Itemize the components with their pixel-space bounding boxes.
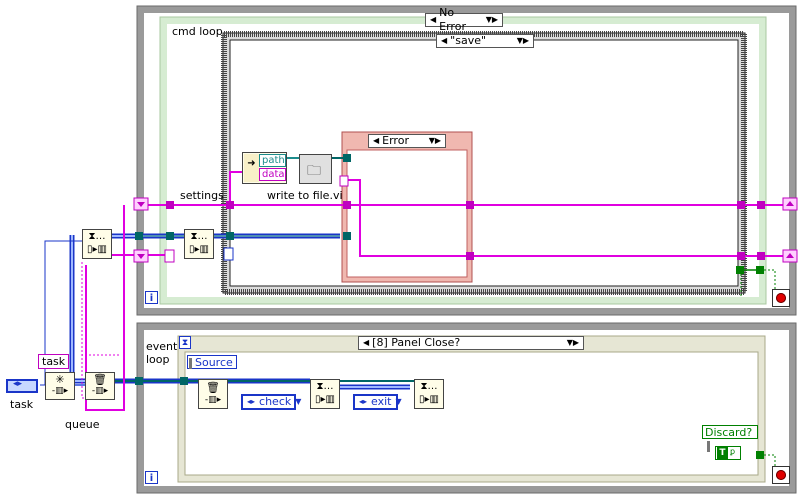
data-input[interactable]: data <box>259 168 286 181</box>
folder-icon: 🗀 <box>307 163 321 179</box>
bool-tunnel[interactable] <box>736 266 744 274</box>
exit-enum-constant[interactable]: ◂▸ exit ▼ <box>353 394 402 410</box>
cmd-case-selector[interactable]: ◀ "save" ▼▶ <box>436 34 534 48</box>
bool-true-glyph: T <box>717 447 728 459</box>
cmd-loop-stop-icon[interactable] <box>772 289 790 307</box>
bundle-arrow-icon: ➜ <box>244 154 259 182</box>
write-to-file-label: write to file.vi <box>267 189 343 202</box>
dequeue-icon: ⧗… <box>88 231 106 242</box>
trash-icon: 🗑 <box>93 373 107 386</box>
queue-icon: -▥▸ <box>91 386 109 396</box>
queue-array-icon: ▯▸▥ <box>315 394 335 405</box>
source-label: Source <box>195 356 233 369</box>
dropdown-icon: ▼▶ <box>485 15 498 24</box>
prev-case-icon: ◀ <box>430 15 437 24</box>
obtain-queue-icon: ✳ <box>55 373 65 386</box>
event-timeout-icon: ⧗ <box>179 336 191 349</box>
enqueue-check-node[interactable]: ⧗… ▯▸▥ <box>310 379 340 409</box>
task-control-label: task <box>10 398 34 411</box>
queue-array-icon: ▯▸▥ <box>87 244 107 255</box>
cluster-dashed-wires <box>81 262 120 399</box>
cmd-loop-label: cmd loop <box>172 25 223 38</box>
event-loop-stop-icon[interactable] <box>772 466 790 484</box>
dropdown-icon: ▼▶ <box>428 136 441 145</box>
dropdown-icon: ▼ <box>395 397 402 406</box>
error-case-selector[interactable]: ◀ No Error ▼▶ <box>425 6 503 33</box>
check-enum-constant[interactable]: ◂▸ check ▼ <box>241 394 301 410</box>
release-queue-node-event[interactable]: 🗑 -▥▸ <box>198 379 228 409</box>
enum-arrows-icon: ◂▸ <box>247 397 256 406</box>
enqueue-exit-node[interactable]: ⧗… ▯▸▥ <box>414 379 444 409</box>
dropdown-icon: ▼▶ <box>516 36 529 45</box>
event-loop-label-2: loop <box>146 353 170 366</box>
discard-terminal[interactable]: Discard? <box>702 425 758 452</box>
event-data-node[interactable]: Source <box>187 355 237 369</box>
enqueue-icon: ⧗… <box>420 381 438 392</box>
queue-icon: -▥▸ <box>51 386 69 396</box>
unwired-terminals <box>164 175 349 263</box>
error-tunnels[interactable] <box>135 154 351 385</box>
queue-array-icon: ▯▸▥ <box>419 394 439 405</box>
obtain-queue-node[interactable]: ✳ -▥▸ <box>45 372 75 400</box>
prev-case-icon: ◀ <box>441 36 448 45</box>
write-to-file-node[interactable]: 🗀 <box>299 154 332 184</box>
dequeue-node-inner[interactable]: ⧗… ▯▸▥ <box>184 229 214 259</box>
true-constant[interactable]: T ꝑ <box>715 446 741 460</box>
path-input[interactable]: path <box>259 154 286 167</box>
bundle-by-name-node[interactable]: ➜ path data <box>242 152 287 184</box>
dequeue-icon: ⧗… <box>190 231 208 242</box>
shift-registers[interactable] <box>133 197 798 263</box>
event-case-selector[interactable]: ◀ [8] Panel Close? ▼▶ <box>358 336 584 350</box>
queue-label: queue <box>65 418 100 431</box>
dequeue-node-top[interactable]: ⧗… ▯▸▥ <box>82 229 112 259</box>
task-wire <box>40 240 82 386</box>
cluster-tunnels[interactable] <box>166 201 765 260</box>
discard-label: Discard? <box>705 426 753 439</box>
dropdown-icon: ▼ <box>295 397 302 406</box>
release-queue-node[interactable]: 🗑 -▥▸ <box>85 372 115 400</box>
settings-label: settings <box>180 189 224 202</box>
event-loop-label-1: event <box>146 340 178 353</box>
loop-iteration-icon: i <box>145 291 158 304</box>
task-tag: task <box>38 354 70 369</box>
prev-case-icon: ◀ <box>373 136 380 145</box>
bool-true-icon: ꝑ <box>730 447 736 456</box>
enum-arrows-icon: ◂▸ <box>13 379 23 389</box>
inner-error-selector[interactable]: ◀ Error ▼▶ <box>368 134 446 148</box>
queue-icon: -▥▸ <box>204 395 222 405</box>
task-control[interactable]: ◂▸ <box>6 379 38 393</box>
prev-case-icon: ◀ <box>363 338 370 347</box>
dropdown-icon: ▼▶ <box>566 338 579 347</box>
enum-arrows-icon: ◂▸ <box>359 397 368 406</box>
event-loop-iteration-icon: i <box>145 471 158 484</box>
enqueue-icon: ⧗… <box>316 381 334 392</box>
queue-array-icon: ▯▸▥ <box>189 244 209 255</box>
trash-icon: 🗑 <box>206 381 220 394</box>
bool-wires <box>740 269 776 470</box>
